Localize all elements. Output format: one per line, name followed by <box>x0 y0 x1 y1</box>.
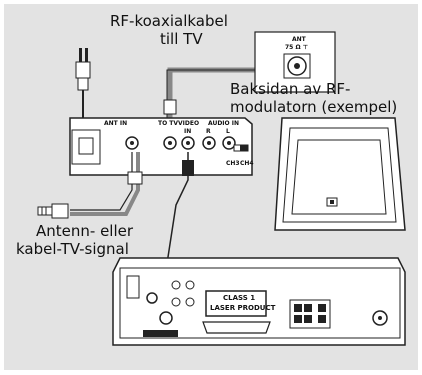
tv-antenna-plate <box>254 31 336 93</box>
mod-audio-in-label: AUDIO IN <box>208 120 239 127</box>
antenna-signal-label-line2: kabel-TV-signal <box>16 240 129 258</box>
tv-ohm-label: 75 Ω ⊤ <box>285 44 309 51</box>
class1-label-line1: CLASS 1 <box>223 294 256 302</box>
antenna-connector <box>37 203 69 219</box>
mod-video-in-label: IN <box>184 128 192 135</box>
mod-r-label: R <box>206 128 211 135</box>
modulator-back-label-line2: modulatorn (exempel) <box>230 98 398 116</box>
rf-cable-label-line2: till TV <box>160 30 203 48</box>
tv-set-back <box>274 117 406 231</box>
rf-cable-label-line1: RF-koaxialkabel <box>110 12 228 30</box>
mod-to-tv-label: TO TV <box>158 120 179 127</box>
rf-modulator <box>69 117 253 176</box>
antenna-signal-label-line1: Antenn- eller <box>36 222 134 240</box>
mod-video-label: VIDEO <box>178 120 200 127</box>
antenna-cable <box>70 152 133 211</box>
antenna-plug <box>127 171 143 185</box>
dvd-player-back <box>112 257 406 346</box>
mod-l-label: L <box>226 128 230 135</box>
mod-ant-in-label: ANT IN <box>104 120 128 127</box>
mod-ch3-label: CH3 <box>226 160 240 167</box>
class1-label-line2: LASER PRODUCT <box>210 304 276 312</box>
tv-ant-label: ANT <box>292 36 306 43</box>
modulator-back-label-line1: Baksidan av RF- <box>230 80 351 98</box>
video-plug <box>182 160 194 176</box>
rf-plug-bottom <box>163 99 177 115</box>
mod-ch4-label: CH4 <box>240 160 254 167</box>
